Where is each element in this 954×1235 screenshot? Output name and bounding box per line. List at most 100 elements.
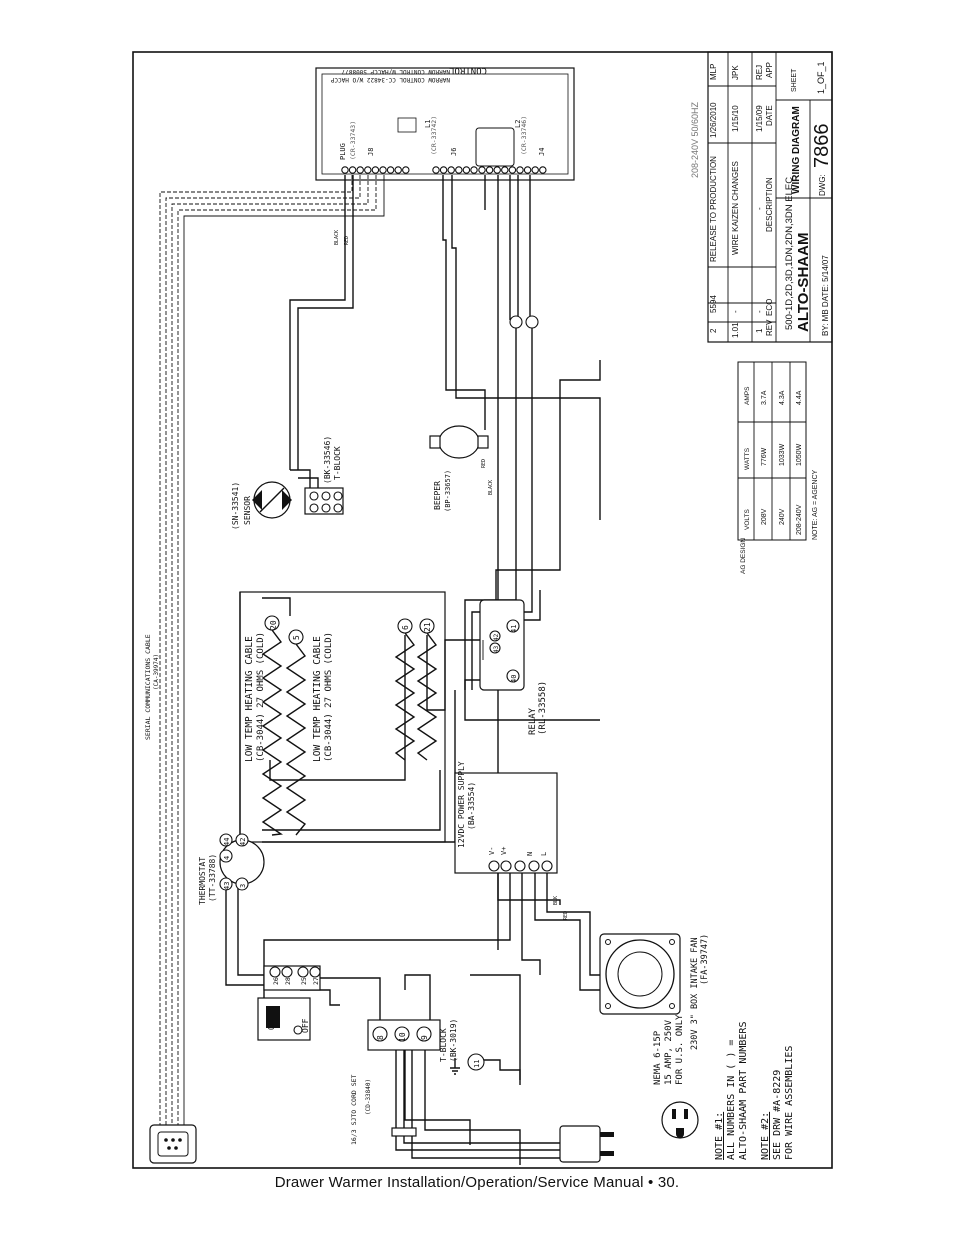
hdr-app: APP xyxy=(765,62,774,78)
switch-term-26: 26 xyxy=(272,977,280,985)
dwg-label: DWG: xyxy=(818,174,827,196)
heater1-label: LOW TEMP HEATING CABLE xyxy=(244,636,255,762)
connector-pin xyxy=(493,166,501,174)
fan-label: 230V 3" BOX INTAKE FAN xyxy=(690,937,700,1050)
nema-line1: NEMA 6-15P xyxy=(653,1030,663,1085)
beeper-wire-black: BLACK xyxy=(488,480,494,495)
tblock-sensor xyxy=(304,487,344,515)
j6-label: J6 xyxy=(450,148,458,156)
eco-5594: 5594 xyxy=(709,295,718,313)
voltage-rating: 208-240V 50/60HZ xyxy=(690,101,700,178)
connector-pin xyxy=(386,166,395,174)
connector-pin xyxy=(379,166,387,174)
beeper xyxy=(429,425,489,459)
switch-on: ON xyxy=(267,1020,276,1030)
drawn-by: BY: MB DATE: 5/14/07 xyxy=(821,255,830,336)
heater2-term-21: 21 xyxy=(423,622,432,632)
wire-red-label: RED xyxy=(344,236,350,245)
relay-pn: (RL-33558) xyxy=(538,681,548,735)
connector-pin xyxy=(478,166,486,174)
connector-pin xyxy=(394,166,402,174)
dwg-number: 7866 xyxy=(811,124,833,169)
serial-cable-pn: (CA-39974) xyxy=(153,654,160,690)
svg-text:V-: V- xyxy=(488,847,496,855)
relay-term-40: 40 xyxy=(510,675,518,683)
thermostat xyxy=(219,833,265,891)
tb-term-9: 9 xyxy=(420,1035,429,1040)
tblock-bottom-pn: (BK-3019) xyxy=(449,1019,458,1062)
desc-release: RELEASE TO PRODUCTION xyxy=(709,156,718,262)
spec-hdr-amps: AMPS xyxy=(744,386,751,405)
l1-label: L1 xyxy=(424,120,432,128)
rev-1: 1 xyxy=(755,328,764,333)
thermo-term-44: 44 xyxy=(223,838,231,846)
spec-hdr-watts: WATTS xyxy=(744,447,751,470)
heater-box xyxy=(239,591,446,843)
spec-r3-volts: 208-240V xyxy=(796,504,803,535)
hdr-rev: REV xyxy=(765,319,774,336)
spec-r1-volts: 208V xyxy=(761,508,768,525)
sensor-label: SENSOR xyxy=(243,496,252,525)
fan-pn: (FA-39747) xyxy=(700,934,710,985)
connector-pin xyxy=(531,166,539,174)
plug2-pn: (CR-33742) xyxy=(430,116,438,155)
connector-pin xyxy=(485,166,494,174)
eco-dash-1: - xyxy=(731,310,740,313)
connector-pin xyxy=(364,166,372,174)
hdr-date: DATE xyxy=(765,105,774,126)
brand-logo: ALTO-SHAAM xyxy=(795,233,812,332)
control-board: CONTROL NARROW CONTROL CC-34822 W/O HACC… xyxy=(315,65,575,181)
wire-black-label: BLACK xyxy=(334,230,340,245)
connector-pin xyxy=(371,166,380,174)
control-sub1: NARROW CONTROL CC-34822 W/O HACCP xyxy=(330,76,450,83)
app-jpk: JPK xyxy=(731,65,740,80)
wire-blk-label: BLK xyxy=(553,896,559,905)
connector-pin xyxy=(402,166,410,174)
thermostat-label: THERMOSTAT xyxy=(198,857,207,905)
svg-text:L: L xyxy=(540,852,548,856)
svg-text:N: N xyxy=(526,852,534,856)
j8-label: J8 xyxy=(367,148,375,156)
note1-line2: ALTO-SHAAM PART NUMBERS xyxy=(738,1022,749,1160)
connector-pin xyxy=(516,166,524,174)
diagram-title: WIRING DIAGRAM xyxy=(791,106,802,194)
plug1-pn: (CR-33743) xyxy=(349,121,357,160)
relay-label: RELAY xyxy=(528,707,538,735)
eco-dash-2: - xyxy=(755,310,764,313)
date-2009: 1/15/09 xyxy=(755,105,764,132)
thermostat-pn: (TT-33788) xyxy=(208,854,217,902)
nema-line2: 15 AMP, 250V xyxy=(664,1019,674,1085)
note1-line1: ALL NUMBERS IN ( ) = xyxy=(726,1040,737,1160)
svg-text:V+: V+ xyxy=(500,847,508,855)
relay-term-42: 42 xyxy=(493,633,500,641)
power-supply: V- V+ N L xyxy=(454,772,558,874)
sensor-pn: (SN-33541) xyxy=(231,482,240,530)
plug-label: PLUG xyxy=(339,143,347,160)
desc-dash: - xyxy=(755,207,764,210)
heater1-spec: (CB-3044) 27 OHMS (COLD) xyxy=(256,632,266,762)
connector-pin xyxy=(501,166,509,174)
connector-pin xyxy=(341,166,349,174)
wire-red-bottom: RED xyxy=(563,911,569,920)
spec-r2-amps: 4.3A xyxy=(779,390,786,405)
spec-r3-watts: 1050W xyxy=(796,443,803,466)
heater2-term-6: 6 xyxy=(401,625,410,630)
note2-line2: FOR WIRE ASSEMBLIES xyxy=(784,1046,795,1160)
spec-r1-amps: 3.7A xyxy=(761,390,768,405)
power-supply-pn: (BA-33554) xyxy=(467,782,476,830)
date-kaizen: 1/15/10 xyxy=(731,105,740,132)
spec-r1-watts: 776W xyxy=(761,447,768,466)
switch-term-27: 27 xyxy=(312,977,320,985)
l2-label: L2 xyxy=(514,120,522,128)
wiring xyxy=(159,175,610,1165)
connector-pin xyxy=(539,166,547,174)
connector-pin xyxy=(508,166,517,174)
sheet-label: SHEET xyxy=(791,68,798,92)
tb-term-10: 10 xyxy=(398,1032,407,1042)
spec-table: VOLTS WATTS AMPS 208V 776W 3.7A 240V 103… xyxy=(737,361,819,574)
model-list: 500-1D,2D,3D,1DN,2DN,3DN ELEC xyxy=(784,177,795,330)
plug3-pn: (CR-33746) xyxy=(520,116,528,155)
note1-title: NOTE #1: xyxy=(714,1112,725,1160)
tblock-bottom-label: T-BLOCK xyxy=(439,1028,448,1062)
